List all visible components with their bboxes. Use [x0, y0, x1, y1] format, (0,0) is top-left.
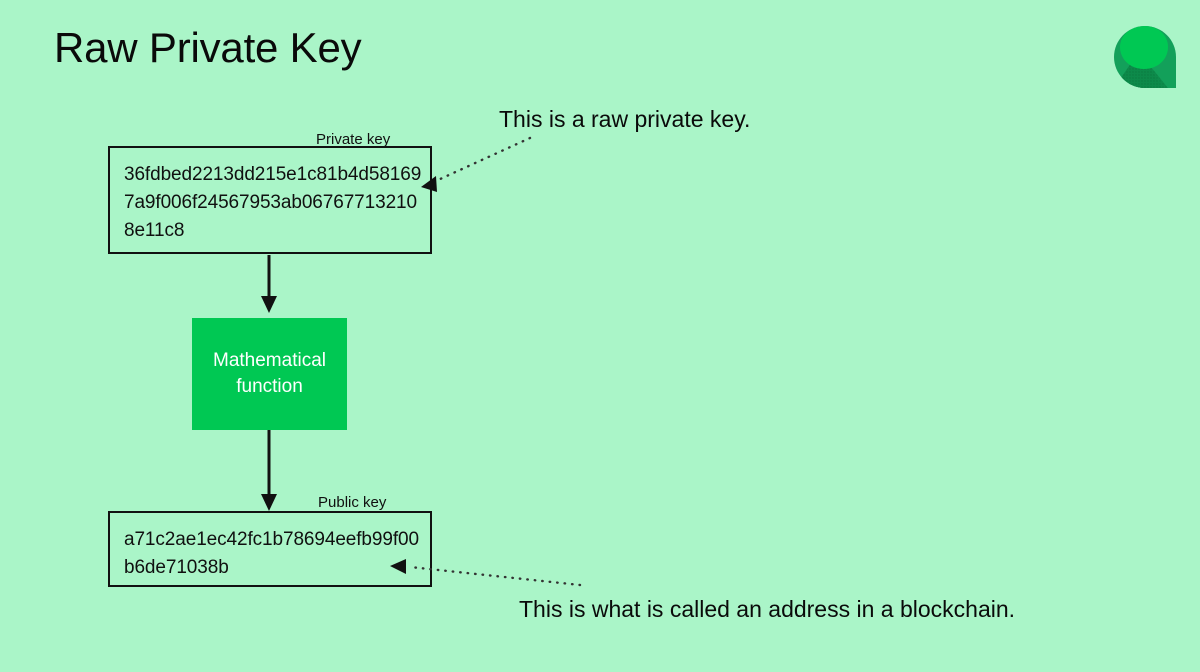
- math-function-line-1: Mathematical: [213, 350, 326, 371]
- page-title: Raw Private Key: [54, 24, 362, 71]
- public-key-box: a71c2ae1ec42fc1b78694eefb99f00b6de71038b: [108, 511, 432, 587]
- private-key-line-3: 132108e11c8: [124, 192, 417, 241]
- private-key-line-2: 697a9f006f24567953ab067677: [124, 164, 422, 213]
- private-key-label: Private key: [316, 131, 391, 148]
- private-key-line-1: 36fdbed2213dd215e1c81b4d581: [124, 164, 401, 185]
- private-key-value: 36fdbed2213dd215e1c81b4d581697a9f006f245…: [124, 161, 422, 245]
- public-key-annotation: This is what is called an address in a b…: [519, 596, 1016, 622]
- pointer-private-annotation: [421, 136, 532, 192]
- public-key-line-1: a71c2ae1ec42fc1b78694eefb99: [124, 529, 393, 550]
- public-key-label: Public key: [318, 494, 387, 511]
- mathematical-function-box: Mathematical function: [192, 318, 347, 430]
- arrow-private-to-function: [261, 255, 277, 313]
- public-key-line-2: f00b6de71038b: [124, 529, 419, 578]
- green-droplet-logo: [1114, 26, 1176, 88]
- public-key-value: a71c2ae1ec42fc1b78694eefb99f00b6de71038b: [124, 526, 422, 582]
- private-key-box: 36fdbed2213dd215e1c81b4d581697a9f006f245…: [108, 146, 432, 254]
- private-key-annotation: This is a raw private key.: [499, 106, 751, 132]
- math-function-line-2: function: [236, 376, 303, 397]
- arrow-function-to-public: [261, 430, 277, 511]
- mathematical-function-label: Mathematical function: [213, 348, 326, 400]
